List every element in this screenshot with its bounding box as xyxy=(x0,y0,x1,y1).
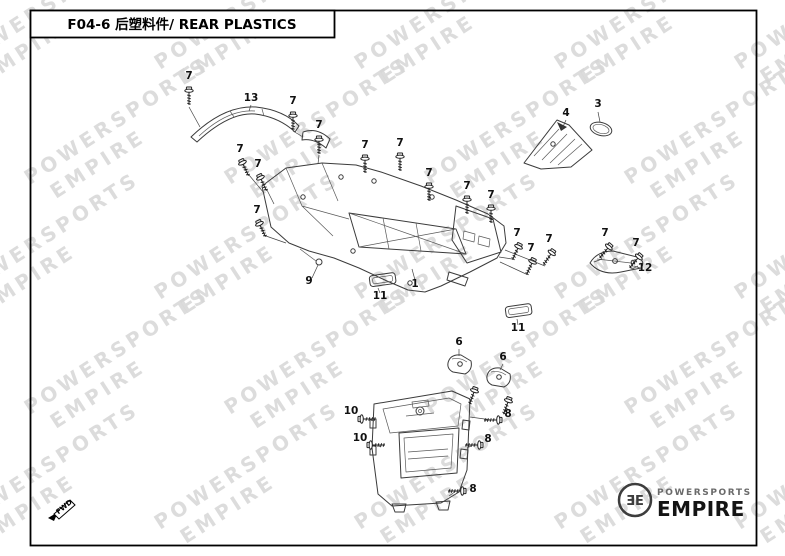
svg-text:POWERSPORTS: POWERSPORTS xyxy=(20,282,214,419)
leader-line xyxy=(367,418,375,422)
leader-layer xyxy=(188,104,641,497)
leader-line xyxy=(265,235,287,244)
leader-line xyxy=(248,104,252,112)
part-12-bracket xyxy=(589,250,644,274)
part-4-side-panel xyxy=(523,119,593,170)
leader-line xyxy=(498,256,513,260)
fwd-flag-icon xyxy=(53,499,76,520)
screw-bolt-icon xyxy=(424,182,434,202)
part-number-label: 6 xyxy=(455,336,462,348)
screw-bolt-icon xyxy=(184,86,194,106)
leader-line xyxy=(411,268,416,281)
logo-empire-text: EMPIRE xyxy=(657,497,745,521)
part-6-bracket-left xyxy=(447,354,472,375)
part-number-label: 7 xyxy=(487,189,494,201)
leader-line xyxy=(516,318,519,326)
logo-ring-icon xyxy=(617,482,653,518)
part-number-label: 6 xyxy=(499,351,506,363)
svg-text:POWERSPORTS: POWERSPORTS xyxy=(20,52,214,189)
part-number-label: 9 xyxy=(305,275,312,287)
part-11-reflector-left xyxy=(368,272,397,288)
part-number-label: 4 xyxy=(562,107,569,119)
svg-text:POWERSPORTS: POWERSPORTS xyxy=(350,397,544,534)
page-title: F04-6 后塑料件/ REAR PLASTICS xyxy=(67,16,296,33)
title-box: F04-6 后塑料件/ REAR PLASTICS xyxy=(29,9,336,39)
leader-line xyxy=(448,490,457,497)
parts-illustration xyxy=(190,106,644,513)
screw-bolt-icon xyxy=(395,152,405,172)
leader-line xyxy=(631,265,639,270)
part-number-label: 7 xyxy=(601,227,608,239)
brand-logo: ƎE POWERSPORTS EMPIRE xyxy=(617,482,752,521)
leader-line xyxy=(376,444,382,448)
part-number-label: 7 xyxy=(463,180,470,192)
part-number-label: 7 xyxy=(545,233,552,245)
part-9-rivet xyxy=(299,248,323,266)
part-number-label: 7 xyxy=(253,204,260,216)
logo-powersports-text: POWERSPORTS xyxy=(657,488,752,498)
leader-line xyxy=(248,174,265,194)
svg-text:POWERSPORTS: POWERSPORTS xyxy=(220,282,414,419)
part-number-label: 7 xyxy=(527,242,534,254)
logo-monogram: ƎE xyxy=(626,494,644,509)
leader-line xyxy=(561,119,567,130)
part-number-label: 8 xyxy=(484,433,491,445)
svg-text:POWERSPORTS: POWERSPORTS xyxy=(420,52,614,189)
leader-line xyxy=(317,154,320,165)
leader-line xyxy=(504,249,546,267)
leader-line xyxy=(597,111,601,123)
part-number-label: 7 xyxy=(396,137,403,149)
part-11-reflector-right xyxy=(504,303,533,319)
part-number-label: 11 xyxy=(373,290,388,302)
svg-text:POWERSPORTS: POWERSPORTS xyxy=(150,397,344,534)
part-number-label: 13 xyxy=(244,92,259,104)
leader-line xyxy=(377,287,381,294)
part-1-main-rear-panel xyxy=(261,162,507,293)
part-number-label: 3 xyxy=(594,98,601,110)
part-13-small-strip xyxy=(301,130,331,149)
part-number-label: 7 xyxy=(254,158,261,170)
part-6-bracket-right xyxy=(486,367,511,388)
leader-line xyxy=(266,189,275,205)
leader-line xyxy=(469,416,493,421)
title-box-border xyxy=(29,9,336,39)
part-number-label: 7 xyxy=(513,227,520,239)
part-number-label: 7 xyxy=(361,139,368,151)
part-number-label: 11 xyxy=(511,322,526,334)
part-number-label: 10 xyxy=(344,405,359,417)
part-number-label: 7 xyxy=(315,119,322,131)
page-border xyxy=(29,9,758,547)
leader-line xyxy=(499,261,527,275)
part-number-label: 1 xyxy=(411,278,418,290)
part-number-label: 8 xyxy=(504,408,511,420)
leader-line xyxy=(593,258,603,263)
screw-bolt-icon xyxy=(360,154,370,174)
svg-text:POWERSPORTS: POWERSPORTS xyxy=(420,282,614,419)
part-number-label: 12 xyxy=(638,262,653,274)
part-number-label: 7 xyxy=(289,95,296,107)
part-number-label: 10 xyxy=(353,432,368,444)
part-number-label: 7 xyxy=(425,167,432,179)
svg-text:POWERSPORTS: POWERSPORTS xyxy=(550,167,744,304)
leader-line xyxy=(311,264,319,279)
svg-text:POWERSPORTS: POWERSPORTS xyxy=(150,167,344,304)
part-number-label: 8 xyxy=(469,483,476,495)
leader-line xyxy=(292,130,304,138)
part-3-seal-ring xyxy=(589,121,613,137)
screw-bolt-icon xyxy=(539,246,558,268)
part-number-label: 7 xyxy=(632,237,639,249)
leader-line xyxy=(466,444,474,449)
part-number-label: 7 xyxy=(185,70,192,82)
leader-line xyxy=(188,106,201,128)
leader-line xyxy=(499,363,504,371)
leader-line xyxy=(633,265,641,269)
part-number-label: 7 xyxy=(236,143,243,155)
rear-fascia-panel xyxy=(369,390,471,513)
